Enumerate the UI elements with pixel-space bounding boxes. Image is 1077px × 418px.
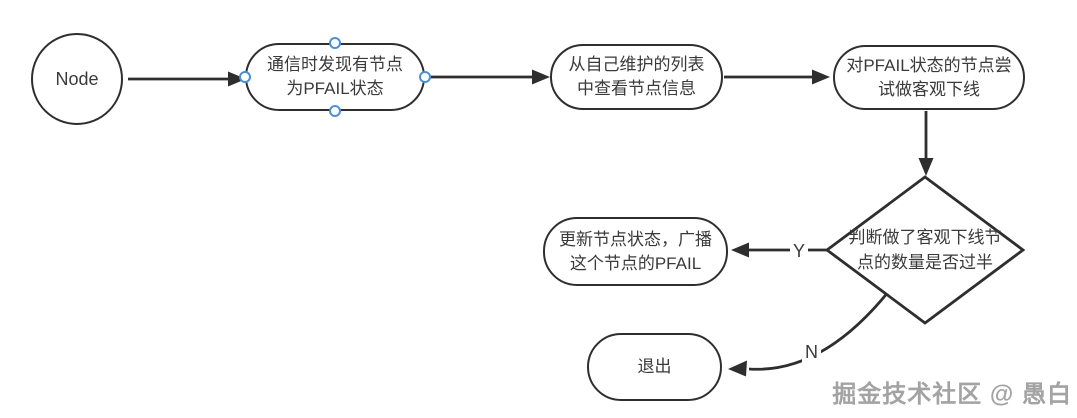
node-decision-label: 判断做了客观下线节 点的数量是否过半 xyxy=(848,228,1002,272)
node-step1-label: 通信时发现有节点 为PFAIL状态 xyxy=(267,55,403,98)
node-step2[interactable]: 从自己维护的列表 中查看节点信息 xyxy=(550,44,723,110)
node-update[interactable]: 更新节点状态，广播 这个节点的PFAIL xyxy=(543,217,728,286)
edge-decision-yes[interactable] xyxy=(731,242,827,258)
arrowhead xyxy=(728,360,747,377)
selection-handle-top[interactable] xyxy=(329,37,341,49)
edge-start-to-step1[interactable] xyxy=(128,71,246,87)
node-exit[interactable]: 退出 xyxy=(587,333,722,401)
node-start-label: Node xyxy=(55,69,99,89)
edge-step2-to-step3[interactable] xyxy=(724,69,830,85)
node-step2-label: 从自己维护的列表 中查看节点信息 xyxy=(568,55,705,98)
selection-handle-right[interactable] xyxy=(419,71,431,83)
arrowhead xyxy=(731,242,749,258)
edge-step1-to-step2[interactable] xyxy=(427,69,550,85)
node-step1[interactable]: 通信时发现有节点 为PFAIL状态 xyxy=(245,43,425,111)
arrowhead xyxy=(918,158,934,176)
node-exit-label: 退出 xyxy=(637,357,672,376)
edge-step3-to-decision[interactable] xyxy=(918,111,934,176)
arrowhead xyxy=(228,71,246,87)
selection-handle-bottom[interactable] xyxy=(329,105,341,117)
decision-diamond-shape[interactable] xyxy=(824,175,1026,325)
edge-decision-no[interactable] xyxy=(728,290,891,377)
arrowhead xyxy=(812,69,830,85)
node-step3[interactable]: 对PFAIL状态的节点尝 试做客观下线 xyxy=(833,45,1025,110)
watermark: 掘金技术社区 @ 愚白 xyxy=(832,381,1072,408)
branch-label-no: N xyxy=(802,341,821,363)
node-step3-label: 对PFAIL状态的节点尝 试做客观下线 xyxy=(846,55,1012,99)
selection-handle-left[interactable] xyxy=(239,71,251,83)
branch-label-yes: Y xyxy=(790,240,809,262)
arrowhead xyxy=(532,69,550,85)
node-start[interactable]: Node xyxy=(31,33,123,125)
node-update-label: 更新节点状态，广播 这个节点的PFAIL xyxy=(559,229,712,273)
